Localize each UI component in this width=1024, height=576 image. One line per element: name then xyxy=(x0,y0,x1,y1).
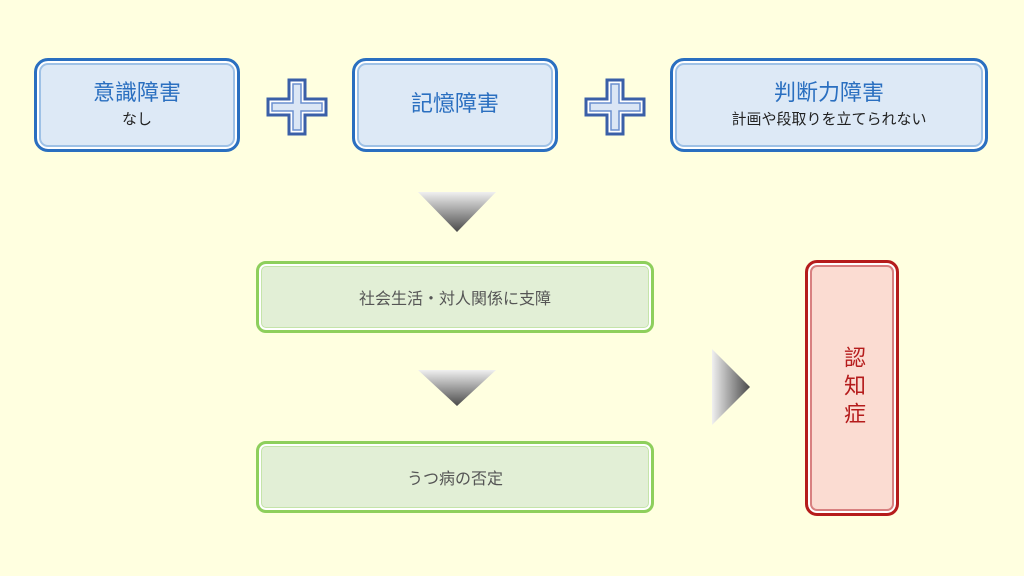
judgment-disorder-sub: 計画や段取りを立てられない xyxy=(731,110,927,128)
consciousness-disorder-title: 意識障害 xyxy=(92,81,181,106)
consciousness-disorder-sub: なし xyxy=(121,110,152,128)
plus-icon xyxy=(584,78,646,136)
social-life-impairment-box: 社会生活・対人関係に支障 xyxy=(256,261,654,333)
dementia-label: 認知症 xyxy=(840,346,865,430)
judgment-disorder-title: 判断力障害 xyxy=(773,81,884,106)
arrow-down-icon xyxy=(418,192,496,232)
consciousness-disorder-box: 意識障害 なし xyxy=(34,58,240,152)
arrow-right-icon xyxy=(712,349,750,425)
memory-disorder-box: 記憶障害 xyxy=(352,58,558,152)
judgment-disorder-box: 判断力障害 計画や段取りを立てられない xyxy=(670,58,988,152)
depression-exclusion-box: うつ病の否定 xyxy=(256,441,654,513)
memory-disorder-title: 記憶障害 xyxy=(410,92,499,117)
social-life-impairment-label: 社会生活・対人関係に支障 xyxy=(358,289,551,308)
depression-exclusion-label: うつ病の否定 xyxy=(406,469,503,488)
dementia-box: 認知症 xyxy=(805,260,899,516)
plus-icon xyxy=(266,78,328,136)
arrow-down-icon xyxy=(418,370,496,406)
